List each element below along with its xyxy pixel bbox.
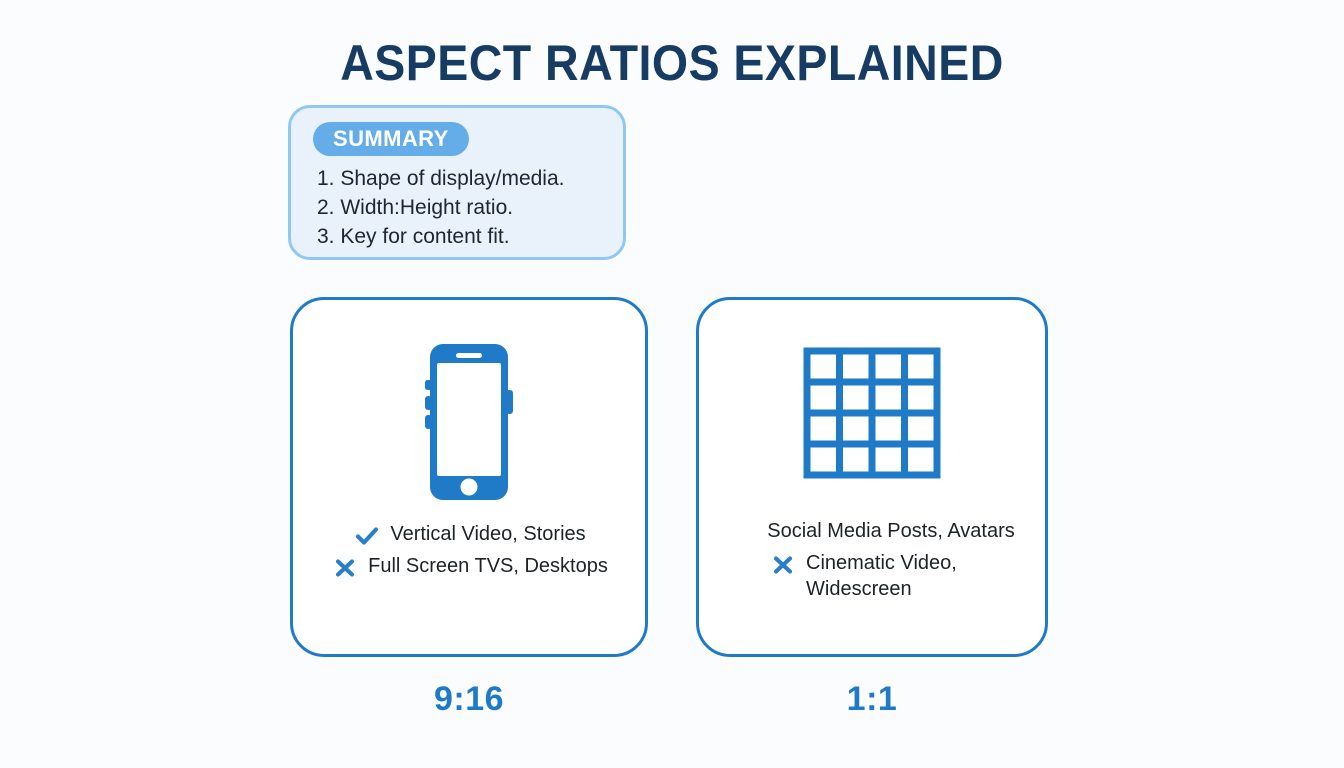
ratio-card-1-1[interactable]: Social Media Posts, Avatars Cinematic Vi…	[696, 297, 1048, 657]
smartphone-icon	[425, 344, 513, 500]
card-icon-container	[699, 346, 1045, 480]
card-line: Full Screen TVS, Desktops	[293, 553, 645, 579]
summary-list: 1. Shape of display/media. 2. Width:Heig…	[317, 165, 605, 252]
card-icon-container	[293, 342, 645, 502]
summary-card: SUMMARY 1. Shape of display/media. 2. Wi…	[288, 105, 626, 260]
check-icon	[352, 521, 382, 546]
card-line: Social Media Posts, Avatars	[699, 518, 1045, 544]
card-line: Cinematic Video, Widescreen	[699, 550, 1045, 602]
ratio-label-1-1: 1:1	[846, 680, 898, 718]
summary-item: 1. Shape of display/media.	[317, 167, 565, 191]
card-line-list: Vertical Video, Stories Full Screen TVS,…	[293, 521, 645, 585]
card-line: Vertical Video, Stories	[293, 521, 645, 547]
summary-badge: SUMMARY	[313, 122, 469, 157]
summary-item: 3. Key for content fit.	[317, 225, 510, 249]
cross-icon	[768, 550, 798, 575]
cross-icon	[330, 553, 360, 578]
card-line-label: Vertical Video, Stories	[390, 523, 586, 545]
ratio-card-9-16[interactable]: Vertical Video, Stories Full Screen TVS,…	[290, 297, 648, 657]
card-line-label: Full Screen TVS, Desktops	[368, 555, 608, 577]
ratio-label-9-16: 9:16	[433, 680, 505, 718]
card-line-list: Social Media Posts, Avatars Cinematic Vi…	[699, 518, 1045, 608]
card-line-label: Cinematic Video, Widescreen	[806, 552, 957, 600]
marker-placeholder-icon	[729, 518, 759, 543]
grid-icon	[803, 347, 941, 479]
card-line-label: Social Media Posts, Avatars	[767, 520, 1015, 542]
page-title: ASPECT RATIOS EXPLAINED	[340, 35, 1004, 91]
summary-item: 2. Width:Height ratio.	[317, 196, 514, 220]
